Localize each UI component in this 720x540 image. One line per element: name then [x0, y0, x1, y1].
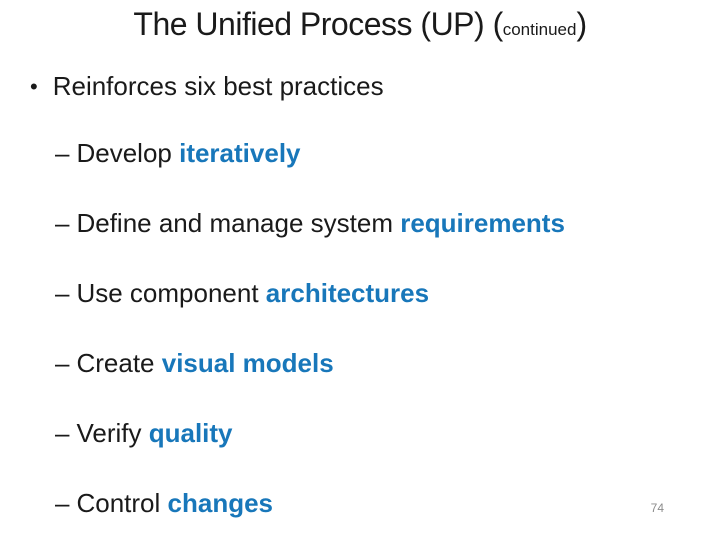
slide-title-continued: continued — [502, 20, 577, 39]
sub-bullet-text: Use component — [76, 278, 266, 308]
bullet-text: Reinforces six best practices — [52, 71, 384, 101]
sub-bullet-architectures: –Use component architectures — [55, 279, 565, 308]
bullet-item: • Reinforces six best practices — [30, 72, 384, 101]
sub-bullet-highlight: architectures — [265, 278, 430, 308]
slide-title: The Unified Process (UP) (continued) — [0, 6, 720, 43]
sub-bullet-requirements: –Define and manage system requirements — [55, 209, 565, 238]
slide-title-main: The Unified Process (UP) ( — [133, 6, 503, 42]
sub-bullet-text: Control — [76, 488, 168, 518]
dash-marker: – — [55, 278, 70, 308]
dash-marker: – — [55, 208, 70, 238]
sub-bullet-highlight: quality — [148, 418, 233, 448]
sub-bullet-highlight: changes — [167, 488, 274, 518]
dash-marker: – — [55, 418, 70, 448]
sub-bullet-highlight: visual models — [161, 348, 334, 378]
sub-bullet-text: Develop — [76, 138, 180, 168]
sub-bullet-changes: –Control changes — [55, 489, 565, 518]
sub-bullet-highlight: iteratively — [179, 138, 301, 168]
dash-marker: – — [55, 348, 70, 378]
slide-title-close-paren: ) — [576, 6, 587, 42]
sub-bullet-highlight: requirements — [400, 208, 565, 238]
sub-bullet-list: –Develop iteratively –Define and manage … — [55, 139, 565, 518]
bullet-marker: • — [30, 74, 38, 99]
sub-bullet-visual-models: –Create visual models — [55, 349, 565, 378]
sub-bullet-text: Verify — [76, 418, 149, 448]
sub-bullet-develop: –Develop iteratively — [55, 139, 565, 168]
page-number: 74 — [650, 501, 664, 515]
dash-marker: – — [55, 488, 70, 518]
dash-marker: – — [55, 138, 70, 168]
sub-bullet-text: Create — [76, 348, 162, 378]
sub-bullet-quality: –Verify quality — [55, 419, 565, 448]
sub-bullet-text: Define and manage system — [76, 208, 401, 238]
